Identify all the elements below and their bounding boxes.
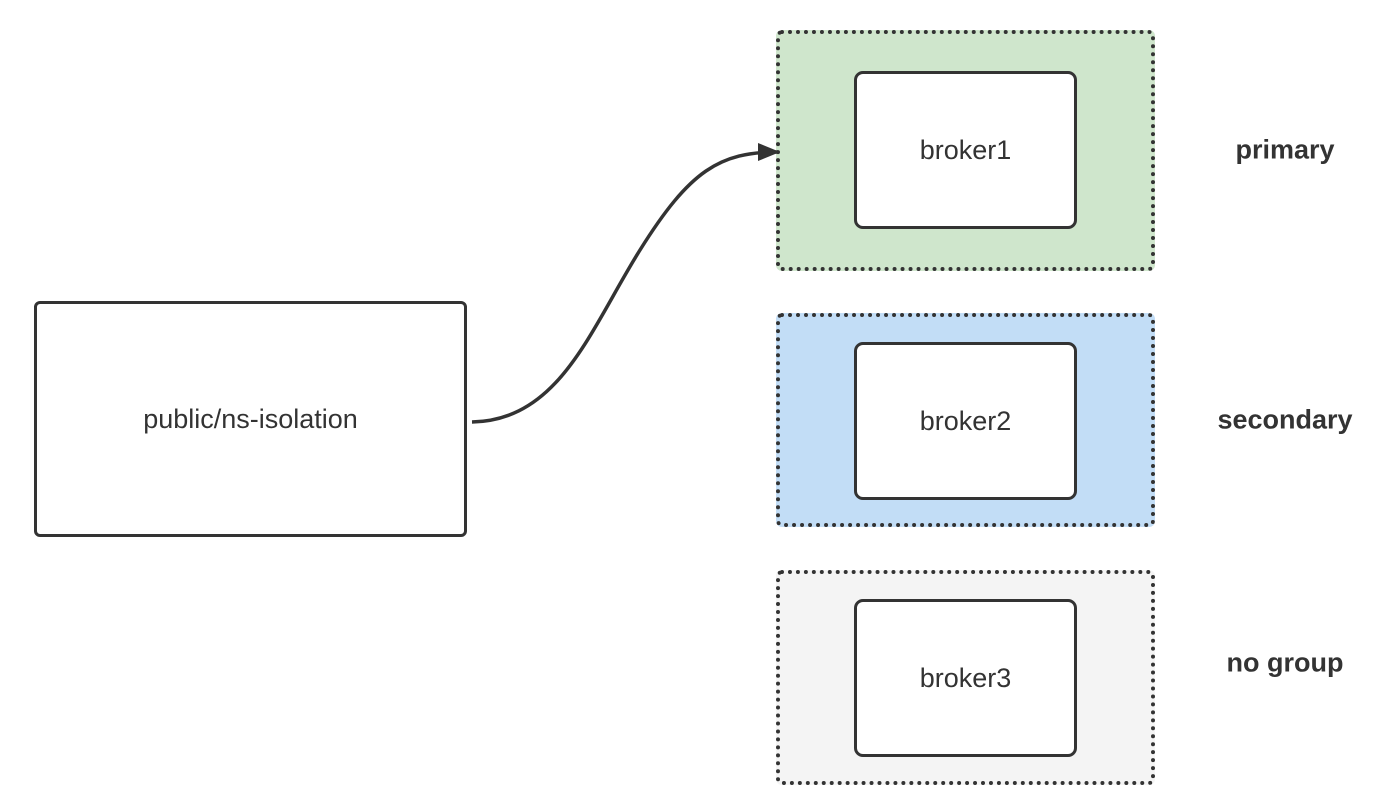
group-label-secondary: secondary [1217, 404, 1353, 435]
broker-label: broker2 [919, 405, 1012, 436]
broker-node-3: broker3 [854, 599, 1077, 757]
namespace-to-primary-arrow [471, 143, 780, 424]
broker-label: broker1 [919, 134, 1012, 165]
namespace-label: public/ns-isolation [143, 403, 358, 434]
namespace-node: public/ns-isolation [34, 301, 467, 537]
group-label-primary: primary [1235, 134, 1335, 165]
broker-node-1: broker1 [854, 71, 1077, 229]
broker-label: broker3 [919, 662, 1012, 693]
group-label-no-group: no group [1226, 647, 1344, 678]
broker-node-2: broker2 [854, 342, 1077, 500]
